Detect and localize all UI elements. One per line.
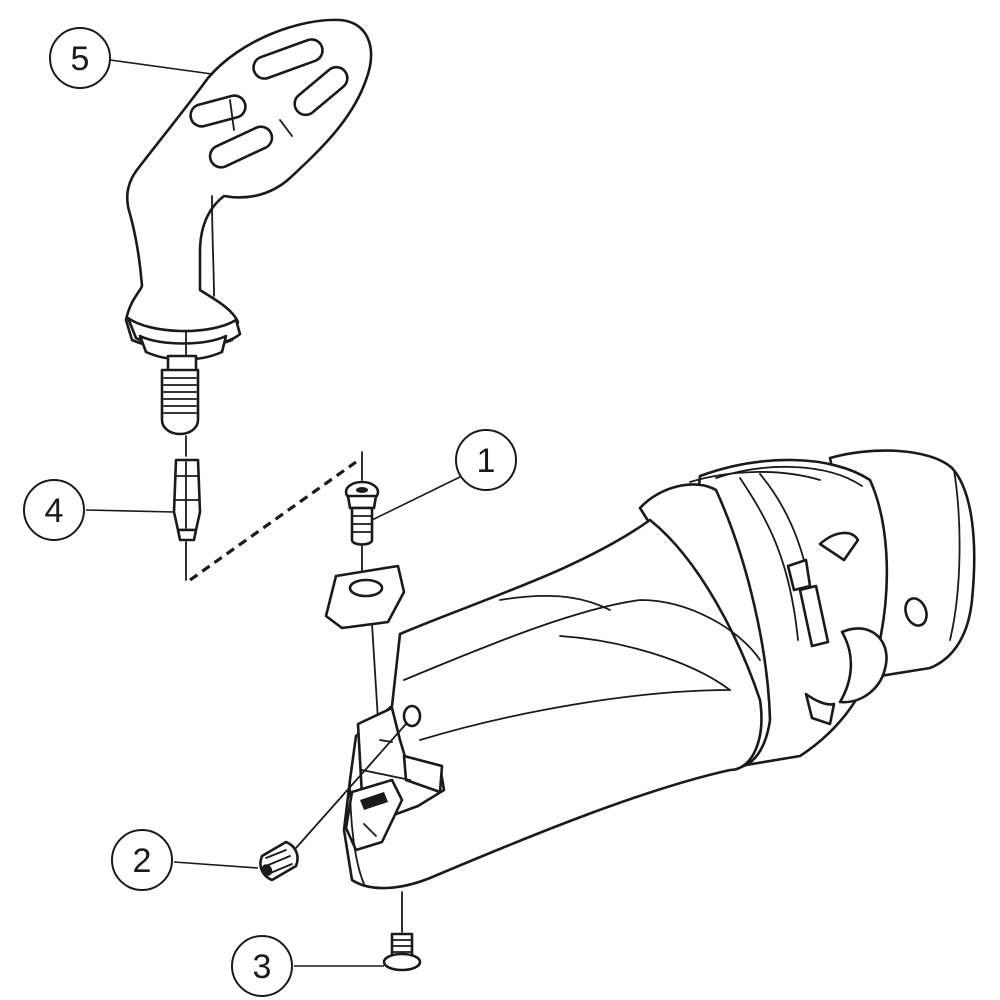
callout-2-label: 2 <box>133 842 152 880</box>
leader-2 <box>173 861 259 869</box>
leader-4 <box>85 509 175 513</box>
leader-1 <box>371 475 463 521</box>
leader-lines <box>85 59 463 967</box>
bottom-screw <box>382 891 422 972</box>
callout-2: 2 <box>111 829 173 891</box>
assembly-dashed-line <box>189 460 357 582</box>
torque-handle <box>124 18 373 457</box>
callout-3: 3 <box>231 935 293 997</box>
callout-1-label: 1 <box>477 442 496 480</box>
callout-3-label: 3 <box>253 948 272 986</box>
callout-1: 1 <box>455 429 517 491</box>
callout-4: 4 <box>23 479 85 541</box>
adjustment-screw <box>259 723 407 882</box>
callout-5-label: 5 <box>71 40 90 78</box>
clamp-screw <box>344 451 380 573</box>
shim-plate <box>324 564 406 721</box>
leader-5 <box>109 59 213 75</box>
torx-bit <box>172 458 202 581</box>
boring-tool-body <box>342 449 976 890</box>
callout-4-label: 4 <box>45 492 64 530</box>
thread-lines <box>163 377 197 414</box>
callout-5: 5 <box>49 27 111 89</box>
